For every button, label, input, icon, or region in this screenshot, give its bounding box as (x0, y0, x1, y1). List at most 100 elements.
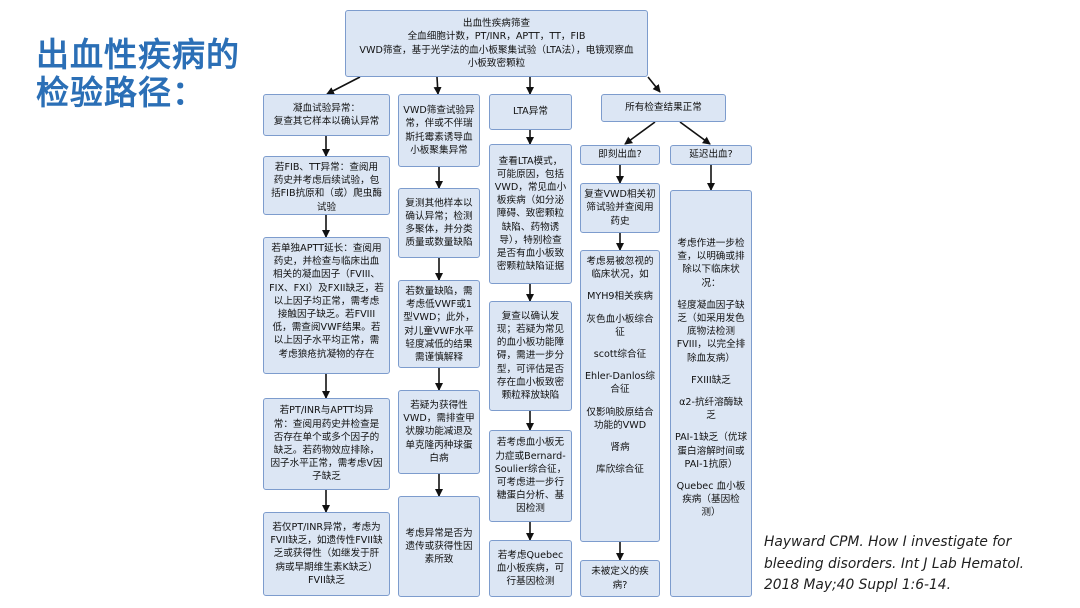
node-text-line: 试验 (316, 201, 337, 213)
slide-title-line-2: 检验路径： (36, 72, 206, 112)
node-text-line: 状腺功能减退及 (405, 426, 473, 438)
node-text-line: 复查VWD相关初 (584, 189, 656, 201)
node-text-line: 复查其它样本以确认异常 (273, 116, 380, 127)
node-text-line: Ehler-Danlos综 (585, 371, 655, 383)
node-text-line: Quebec 血小板 (676, 481, 746, 493)
node-text-line: 测） (701, 507, 721, 519)
node-vwd-abnormal: VWD筛查试验异常，伴或不伴瑞斯托霉素诱导血小板聚集异常 (398, 94, 480, 167)
node-text-line: 的血小板功能障 (496, 337, 565, 349)
node-text-line: 括FIB抗原和（或）爬虫酶 (271, 188, 382, 200)
citation: Hayward CPM. How I investigate for bleed… (764, 532, 1024, 597)
node-text-line: 若疑为获得性 (410, 399, 468, 411)
node-text-line: 常：查阅用药史并检查是 (273, 418, 380, 430)
node-text-line: 斯托霉素诱导血 (405, 131, 473, 143)
node-text-line: 小板致密颗粒 (467, 57, 526, 69)
node-vwd-acquired: 若疑为获得性 VWD，需排查甲状腺功能减退及单克隆丙种球蛋白病 (398, 390, 480, 474)
node-text-line: 轻度减低的结果 (405, 338, 473, 350)
node-pt-and-aptt: 若PT/INR与APTT均异常：查阅用药史并检查是否存在单个或多个因子的缺乏。若… (263, 398, 390, 490)
node-text-line: 以上因子均正常，需考虑 (273, 295, 380, 307)
node-text-line: 接触因子缺乏。若FVIII (277, 309, 376, 321)
node-all-normal: 所有检查结果正常 (601, 94, 726, 122)
node-text-line: 若仅PT/INR异常，考虑为 (272, 521, 381, 533)
node-text-line: 可考虑进一步行 (496, 477, 565, 488)
node-text-line: 单克隆丙种球蛋 (405, 439, 473, 451)
node-text-line: VWD，需排查甲 (403, 413, 475, 425)
node-text-line: 可能原因，包括 (496, 168, 565, 180)
node-text-line: 行基因检测 (506, 576, 555, 588)
node-text-line: 质量或数量缺陷 (405, 237, 473, 249)
node-text-line: 复查以确认发 (501, 310, 560, 322)
node-text-line: 药史并考虑后续试验，包 (273, 175, 380, 187)
node-text-line: 全血细胞计数，PT/INR，APTT，TT，FIB (407, 31, 586, 43)
node-text-line: VWD筛查试验异 (403, 105, 475, 117)
node-text-line: 库欣综合征 (596, 464, 644, 476)
node-text-line: 功能的VWD (593, 419, 647, 431)
node-lta-repeat: 复查以确认发现；若疑为常见的血小板功能障碍，需进一步分型，可评估是否存在血小板致… (489, 301, 572, 411)
node-text-line: FVIII，以完全排 (676, 339, 746, 351)
node-text-line: 延迟出血? (689, 149, 733, 161)
node-text-line: 以上因子水平均正常，需 (273, 335, 380, 347)
node-text-line: 若PT/INR与APTT均异 (279, 405, 374, 417)
slide-title-line-1: 出血性疾病的 (36, 35, 240, 74)
node-text-line: 力症或Bernard- (495, 450, 566, 462)
node-text-line: LTA异常 (513, 106, 548, 118)
node-delayed-bleeding: 延迟出血? (670, 145, 752, 165)
node-text-line: 出血性疾病筛查 (462, 18, 531, 30)
connector-arrow (433, 76, 442, 95)
node-text-line: 低，需查阅VWF结果。若 (272, 322, 381, 334)
node-text-line: 若FIB、TT异常：查阅用 (274, 162, 379, 173)
node-text-line: 筛试验并查阅用 (586, 202, 654, 214)
node-immediate-bleeding: 即刻出血? (580, 145, 660, 165)
node-text-line: 存在血小板致密 (496, 376, 565, 388)
node-text-line: 药史 (610, 215, 630, 227)
node-text-line: 考虑易被忽视的 (586, 256, 654, 267)
node-text-line: 密颗粒缺陷证据 (496, 261, 565, 273)
node-text-line: 糖蛋白分析、基 (496, 490, 565, 502)
node-text-line: 遗传或获得性因 (405, 540, 473, 552)
node-text-line: 临床状况，如 (591, 269, 649, 281)
connector-arrow (624, 121, 656, 145)
node-text-line: 否存在单个或多个因子的 (273, 431, 380, 443)
node-vwd-cause: 考虑异常是否为遗传或获得性因素所致 (398, 496, 480, 597)
node-text-line: 仅影响胶原结合 (586, 406, 654, 418)
node-text-line: PAI-1缺乏（优球 (674, 432, 748, 444)
node-text-line: 乏 (706, 410, 716, 422)
node-vwd-recheck: 复查VWD相关初筛试验并查阅用药史 (580, 183, 660, 233)
node-text-line: 若单独APTT延长：查阅用 (271, 243, 382, 254)
node-text-line: 药史，并检查与临床出血 (273, 256, 380, 268)
node-coagulation-abnormal: 凝血试验异常：复查其它样本以确认异常 (263, 94, 390, 136)
node-text-line: 考虑异常是否为 (405, 527, 473, 539)
slide-title: 出血性疾病的 检验路径： (36, 36, 240, 112)
connector-arrow (647, 76, 661, 93)
node-text-line: 是否有血小板致 (496, 248, 565, 259)
node-text-line: 多聚体，并分类 (405, 224, 473, 235)
node-text-line: scott综合征 (593, 349, 647, 361)
node-text-line: 导），特别检查 (499, 234, 562, 246)
node-text-line: 子缺乏 (312, 471, 341, 483)
node-text-line: 障碍、致密颗粒 (496, 208, 565, 220)
node-text-line: 所有检查结果正常 (625, 102, 702, 114)
node-text-line: 合征 (610, 384, 630, 396)
connector-arrow (326, 76, 361, 95)
node-text-line: 查看LTA模式， (498, 155, 563, 167)
node-text-line: 除血友病） (687, 352, 735, 364)
node-text-line: 白病 (429, 452, 449, 464)
node-undefined-disorder: 未被定义的疾病? (580, 560, 660, 597)
node-text-line: 除以下临床状 (682, 264, 740, 276)
node-text-line: 血小板疾病，可 (496, 562, 565, 574)
node-text-line: 若考虑血小板无 (496, 437, 565, 449)
node-text-line: 轻度凝血因子缺 (677, 299, 745, 311)
node-text-line: 考虑作进一步检 (677, 238, 745, 249)
node-text-line: 况： (701, 277, 721, 289)
node-lta-bernard-soulier: 若考虑血小板无力症或Bernard-Soulier综合征，可考虑进一步行糖蛋白分… (489, 430, 572, 522)
node-text-line: 缺陷、药物诱 (501, 221, 560, 233)
node-text-line: 颗粒释放缺陷 (501, 390, 560, 401)
node-text-line: 素所致 (424, 554, 454, 566)
node-further-tests: 考虑作进一步检查，以明确或排除以下临床状况：轻度凝血因子缺乏（如采用发色底物法检… (670, 190, 752, 597)
node-text-line: 常，伴或不伴瑞 (405, 118, 473, 130)
node-text-line: 缺乏。若药物效应排除， (273, 445, 380, 456)
